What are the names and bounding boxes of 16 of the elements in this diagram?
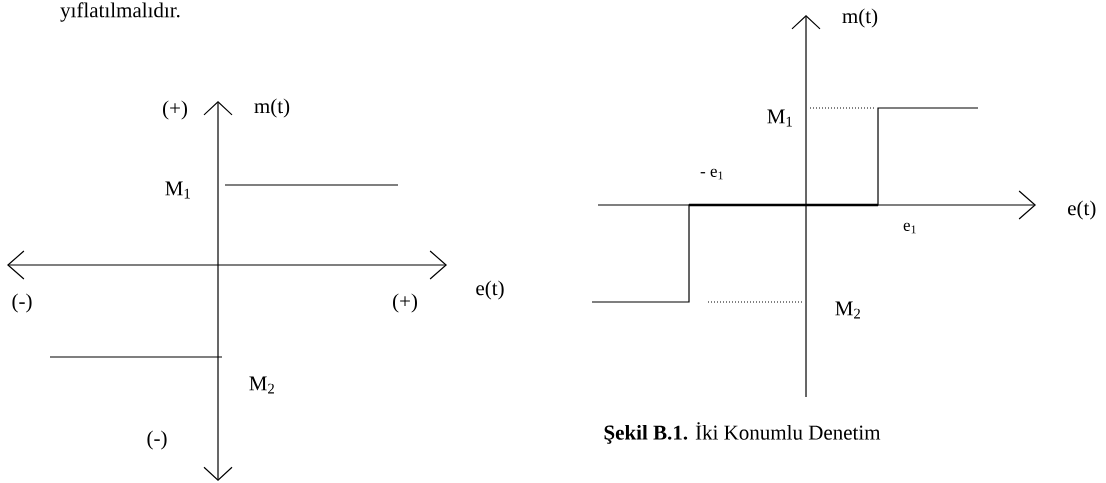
axis-label: e(t) — [476, 280, 504, 300]
axis-label: m(t) — [842, 8, 878, 28]
level-label: M$_{1}$ — [165, 181, 190, 199]
sign-label: (+) — [163, 100, 187, 120]
level-label: M$_{2}$ — [835, 301, 860, 319]
figure-caption: Şekil B.1. İki Konumlu Denetim — [604, 422, 881, 444]
body-text: yıflatılmalıdır. — [60, 2, 180, 22]
sign-label: (-) — [12, 293, 32, 313]
sign-label: (+) — [393, 293, 417, 313]
level-label: M$_{2}$ — [249, 376, 274, 394]
sign-label: (-) — [147, 430, 167, 450]
threshold-label: e$_{1}$ — [903, 222, 916, 234]
level-label: M$_{1}$ — [767, 109, 792, 127]
axis-label: m(t) — [254, 98, 290, 118]
axis-label: e(t) — [1068, 200, 1096, 220]
threshold-label: - e$_{1}$ — [700, 168, 723, 180]
